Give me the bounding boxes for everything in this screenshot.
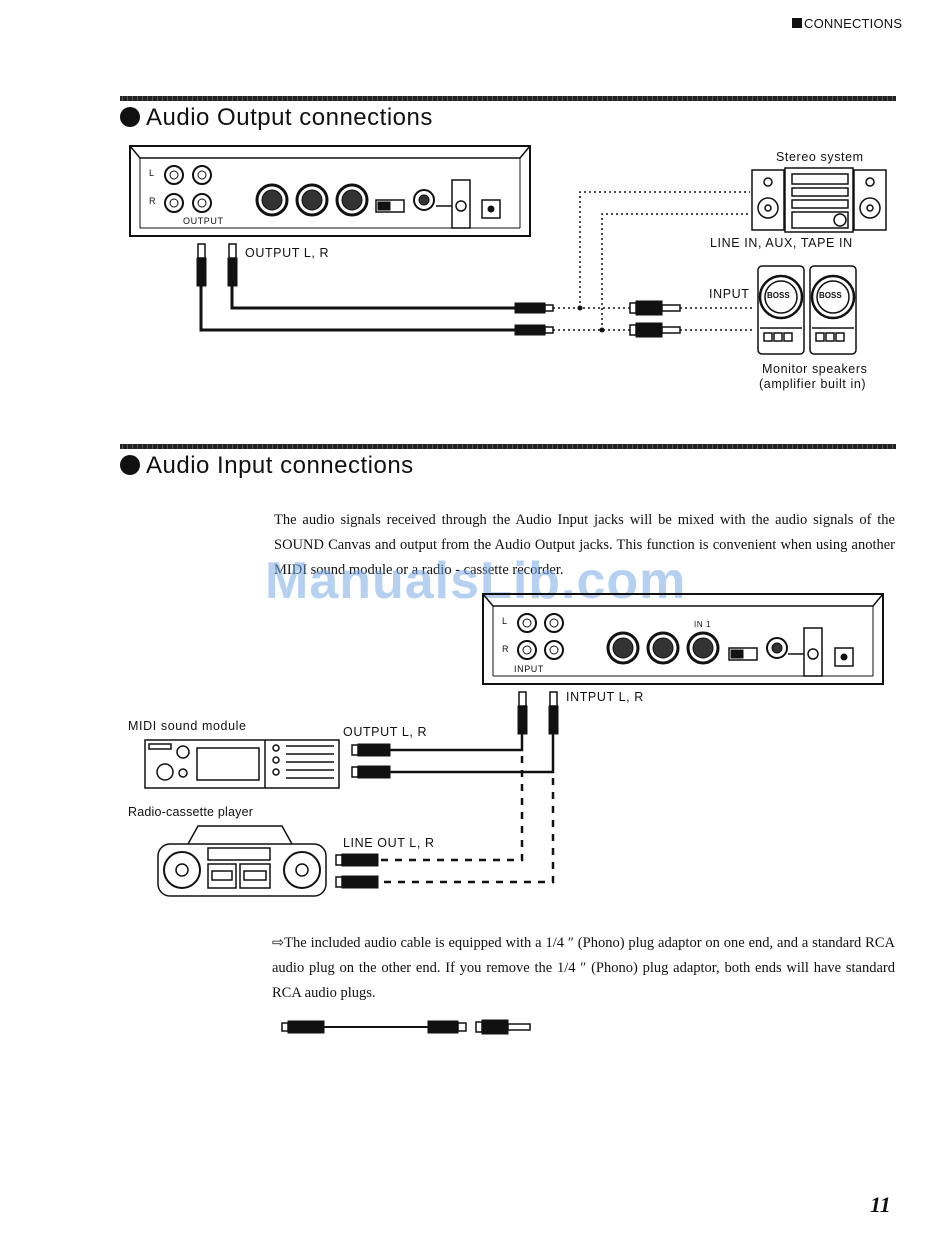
radio-cassette-player (157, 825, 327, 897)
note-text: The included audio cable is equipped wit… (272, 935, 895, 1001)
stereo-system (751, 167, 887, 233)
stereo-system-label: Stereo system (776, 150, 864, 164)
radio-cassette-label: Radio-cassette player (128, 805, 254, 819)
midi-module-label: MIDI sound module (128, 719, 247, 733)
output-section-title: Audio Output connections (120, 104, 433, 132)
audio-cable-illustration (281, 1019, 531, 1035)
input-connection-diagram (144, 593, 884, 897)
speaker-input-label: INPUT (709, 287, 750, 301)
watermark: ManualsLib.com (265, 552, 687, 610)
monitor-speakers (757, 265, 857, 355)
input-cable-plugs (517, 691, 559, 735)
line-out-label: LINE OUT L, R (343, 836, 435, 850)
bullet-icon (120, 107, 140, 127)
input-description-paragraph: The audio signals received through the A… (274, 512, 895, 578)
input-panel-L-label: L (502, 616, 508, 626)
sound-canvas-rear-panel (129, 145, 531, 237)
section-header: CONNECTIONS (792, 16, 902, 31)
dotted-signal-lines (553, 191, 752, 331)
input-panel-R-label: R (502, 644, 510, 654)
output-cable (196, 243, 554, 336)
panel-L-label: L (149, 168, 155, 178)
panel-output-label: OUTPUT (183, 216, 224, 226)
radio-cassette-cable (380, 756, 555, 884)
page-number: 11 (870, 1192, 891, 1217)
input-panel-in1-label: IN 1 (694, 620, 712, 629)
square-bullet-icon (792, 18, 802, 28)
line-in-label: LINE IN, AUX, TAPE IN (710, 236, 853, 250)
phono-plug-adaptor (629, 300, 681, 338)
midi-output-label: OUTPUT L, R (343, 725, 428, 739)
input-panel-input-label: INPUT (514, 664, 544, 674)
section-divider (120, 444, 896, 449)
input-section-title: Audio Input connections (120, 452, 414, 480)
midi-sound-module (144, 739, 340, 789)
monitor-speakers-sublabel: (amplifier built in) (759, 377, 867, 391)
section-divider (120, 96, 896, 101)
sound-canvas-rear-panel-input (482, 593, 884, 685)
speaker-brand-right: BOSS (819, 291, 842, 300)
monitor-speakers-label: Monitor speakers (762, 362, 868, 376)
midi-module-cable (390, 734, 555, 774)
section-tag: CONNECTIONS (804, 16, 903, 31)
cable-note: ⇨The included audio cable is equipped wi… (272, 931, 895, 1006)
bullet-icon (120, 455, 140, 475)
speaker-brand-left: BOSS (767, 291, 790, 300)
output-connection-diagram (129, 145, 887, 355)
input-cable-label: INTPUT L, R (566, 690, 644, 704)
note-arrow-icon: ⇨ (272, 935, 285, 951)
output-cable-label: OUTPUT L, R (245, 246, 330, 260)
panel-R-label: R (149, 196, 157, 206)
